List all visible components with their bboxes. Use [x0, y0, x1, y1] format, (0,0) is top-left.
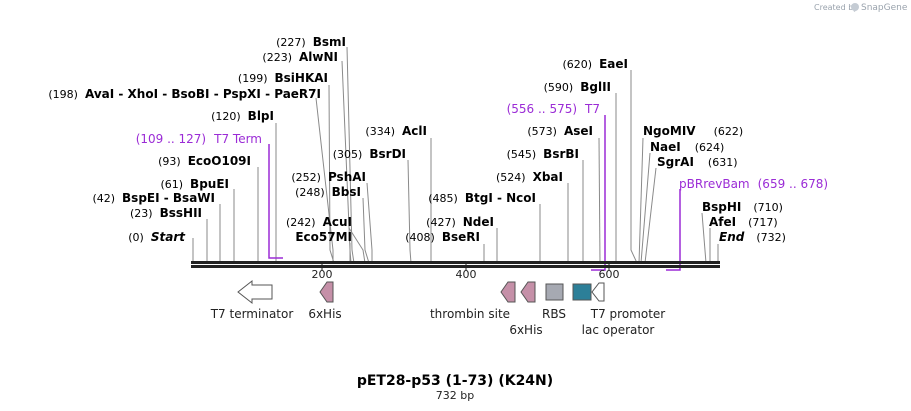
- credit-prefix: Created by: [814, 3, 858, 12]
- feature-label-t7-promoter: T7 promoter: [590, 307, 666, 321]
- site-label-acui: (242)AcuI: [286, 215, 352, 229]
- primer-pbrrevbam-arrow: [666, 189, 681, 271]
- feature-t7-terminator-arrow: [237, 279, 273, 305]
- leader-bsrdi: [407, 159, 412, 264]
- credit-brand: SnapGene: [861, 3, 908, 13]
- site-label-ecoo109i: (93)EcoO109I: [158, 154, 251, 168]
- site-label-naei: NaeI(624): [650, 140, 724, 154]
- primer-label-t7: (556 .. 575)T7: [507, 102, 600, 116]
- feature-rbs-box: [545, 283, 564, 301]
- leader-ngomiv: [638, 137, 644, 264]
- feature-t7-promoter-arrow: [591, 282, 605, 302]
- restriction-sites: (0)Start (23)BssHII (42)BspEI - BsaWI (6…: [48, 35, 786, 244]
- backbone-top-strand: [191, 261, 720, 264]
- site-label-bsphi: BspHI(710): [702, 200, 783, 214]
- snapgene-credit: Created by SnapGene: [814, 3, 908, 13]
- site-label-acli: (334)AclI: [365, 124, 427, 138]
- feature-label-t7-terminator: T7 terminator: [210, 307, 294, 321]
- leader-asei: [598, 137, 601, 264]
- leader-bbsi: [362, 197, 370, 264]
- leader-bsmi: [346, 46, 355, 264]
- feature-thrombin-site-arrow: [500, 281, 516, 303]
- site-label-bsrbi: (545)BsrBI: [507, 147, 579, 161]
- sequence-backbone: 200 400 600: [191, 261, 720, 281]
- map-title: pET28-p53 (1-73) (K24N): [357, 373, 553, 389]
- feature-label-rbs: RBS: [542, 307, 566, 321]
- site-label-blpi: (120)BlpI: [211, 109, 274, 123]
- site-label-asei: (573)AseI: [527, 124, 593, 138]
- tick-label-400: 400: [456, 268, 477, 281]
- site-label-eco57mi: Eco57MI: [295, 230, 352, 244]
- site-label-bspei-bsawi: (42)BspEI - BsaWI: [92, 191, 215, 205]
- site-label-bbsi: (248)BbsI: [295, 185, 361, 199]
- primer-t7-term-arrow: [268, 144, 283, 259]
- site-label-pshai: (252)PshAI: [291, 170, 366, 184]
- leader-eaei: [630, 70, 638, 264]
- site-label-bsshii: (23)BssHII: [130, 206, 202, 220]
- feature-label-lac-operator: lac operator: [582, 323, 655, 337]
- leader-bsihkai: [328, 84, 335, 264]
- backbone-bottom-strand: [191, 265, 720, 268]
- primer-label-pbrrevbam: pBRrevBam(659 .. 678): [679, 177, 828, 191]
- leader-lines: [192, 46, 719, 264]
- features: T7 terminator 6xHis thrombin site 6xHis …: [210, 279, 666, 337]
- site-label-btgi-ncoi: (485)BtgI - NcoI: [428, 191, 536, 205]
- site-label-ndei: (427)NdeI: [426, 215, 494, 229]
- site-label-eaei: (620)EaeI: [563, 57, 629, 71]
- primer-label-t7-term: (109 .. 127)T7 Term: [136, 132, 262, 146]
- site-label-ngomiv: NgoMIV(622): [643, 124, 743, 138]
- snapgene-logo-icon: [851, 3, 859, 11]
- site-label-afei: AfeI(717): [709, 215, 778, 229]
- leader-bsphi: [701, 212, 707, 264]
- site-label-bpuei: (61)BpuEI: [160, 177, 229, 191]
- site-label-bglii: (590)BglII: [544, 80, 611, 94]
- feature-label-thrombin-site: thrombin site: [430, 307, 510, 321]
- site-label-alwni: (223)AlwNI: [262, 50, 338, 64]
- feature-6xhis-2-arrow: [520, 281, 536, 303]
- feature-6xhis-arrow: [319, 281, 334, 303]
- primers: (109 .. 127)T7 Term (556 .. 575)T7 pBRre…: [136, 102, 828, 271]
- leader-naei: [640, 152, 651, 264]
- leader-sgrai: [644, 167, 657, 264]
- site-label-bsmi: (227)BsmI: [276, 35, 346, 49]
- site-label-bsrdi: (305)BsrDI: [333, 147, 406, 161]
- site-label-end: End(732): [719, 230, 786, 244]
- site-label-sgrai: SgrAI(631): [657, 155, 738, 169]
- site-label-bseri: (408)BseRI: [405, 230, 480, 244]
- feature-label-6xhis-2: 6xHis: [509, 323, 542, 337]
- feature-label-6xhis: 6xHis: [308, 307, 341, 321]
- tick-label-600: 600: [599, 268, 620, 281]
- primer-t7-arrow: [591, 115, 606, 271]
- site-label-bsihkai: (199)BsiHKAI: [238, 71, 328, 85]
- site-label-start: (0)Start: [128, 230, 186, 244]
- leader-pshai: [366, 182, 373, 263]
- feature-lac-operator-box: [572, 283, 592, 301]
- map-subtitle: 732 bp: [436, 389, 474, 402]
- leader-acui: [348, 227, 366, 264]
- tick-label-200: 200: [312, 268, 333, 281]
- site-label-xbai: (524)XbaI: [496, 170, 563, 184]
- site-label-avai-group: (198)AvaI - XhoI - BsoBI - PspXI - PaeR7…: [48, 87, 321, 101]
